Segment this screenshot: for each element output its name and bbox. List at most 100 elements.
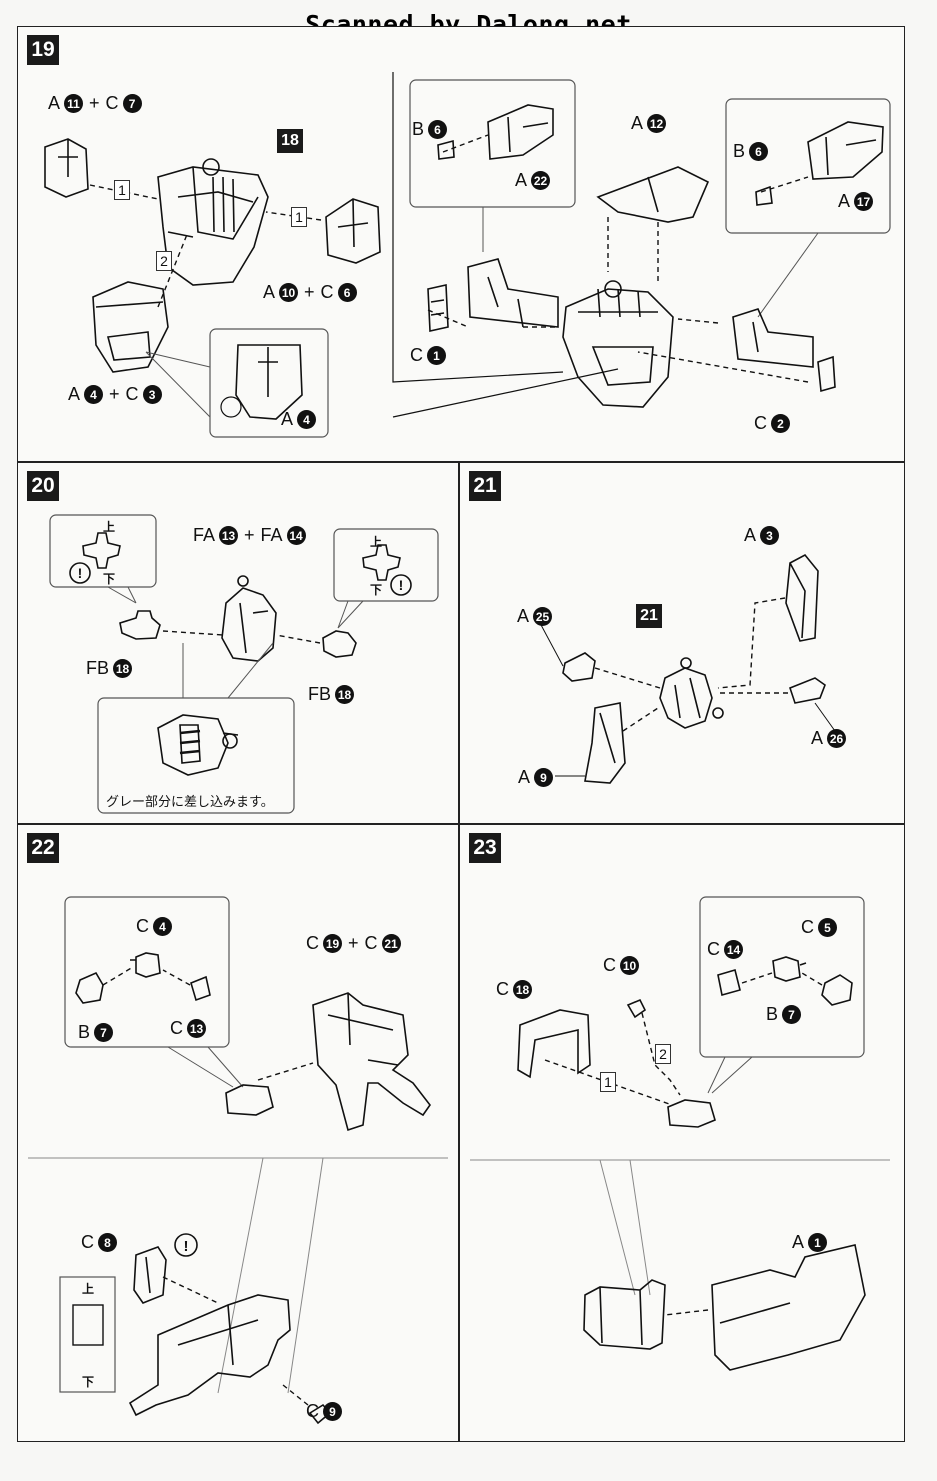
part-letter: A	[517, 606, 530, 626]
part-number: 9	[534, 768, 554, 787]
part-b7	[821, 974, 853, 1006]
divider-line	[392, 72, 619, 418]
callout-orientation-left	[49, 514, 157, 588]
part-number: 13	[187, 1019, 206, 1038]
part-number: 5	[818, 918, 837, 937]
part-letter: C	[754, 413, 767, 433]
part-c18	[517, 1009, 591, 1079]
part-number: 3	[142, 385, 162, 404]
part-letter: A	[744, 525, 757, 545]
part-number: 6	[337, 283, 357, 302]
part-c14	[717, 968, 741, 997]
part-letter: C	[496, 979, 509, 999]
part-number: 9	[323, 1402, 342, 1421]
part-letter: FA	[260, 525, 283, 545]
part-number: 13	[219, 526, 239, 545]
callout-c14-c5-b7	[699, 896, 865, 1058]
order-box: 2	[655, 1044, 671, 1064]
part-letter: C	[707, 939, 720, 959]
part-number: 26	[827, 729, 847, 748]
step-number: 20	[27, 471, 59, 501]
part-fb18-right	[322, 630, 357, 658]
part-letter: A	[515, 170, 528, 190]
part-letter: A	[281, 409, 294, 429]
part-a11-c7	[44, 138, 89, 198]
part-rifle-assembly	[128, 1294, 291, 1417]
step-19-drawing	[44, 72, 891, 438]
order-box: 1	[114, 180, 130, 200]
caution-icon	[390, 574, 412, 596]
part-a25	[562, 652, 596, 682]
part-right-armor	[732, 308, 814, 368]
part-c8	[133, 1246, 167, 1304]
part-c1	[427, 284, 449, 332]
callout-b6-a22	[409, 79, 576, 208]
step-19-panel: 19	[17, 26, 905, 462]
order-box: 1	[600, 1072, 616, 1092]
part-fb18-left	[119, 610, 161, 640]
part-left-armor	[467, 258, 559, 328]
part-a12	[596, 166, 710, 223]
part-number: 12	[647, 114, 667, 133]
part-number: 21	[381, 934, 401, 953]
part-number: 11	[64, 94, 84, 113]
down-marker: 下	[370, 583, 383, 597]
svg-text:!: !	[184, 1238, 189, 1255]
part-number: 1	[427, 346, 446, 365]
step-21-drawing	[539, 553, 836, 784]
part-number: 10	[279, 283, 299, 302]
part-letter: C	[136, 916, 149, 936]
step-22-panel: 22	[17, 824, 459, 1442]
part-letter: B	[733, 141, 746, 161]
part-number: 7	[782, 1005, 802, 1024]
part-number: 25	[533, 607, 553, 626]
part-letter: A	[518, 767, 531, 787]
part-connector	[225, 1084, 274, 1116]
part-number: 6	[749, 142, 769, 161]
part-letter: B	[412, 119, 425, 139]
part-a10-c6	[325, 198, 381, 264]
svg-text:!: !	[399, 577, 404, 593]
part-number: 10	[620, 956, 639, 975]
svg-text:!: !	[78, 565, 83, 581]
part-central-assembly	[562, 288, 674, 408]
part-c13	[190, 975, 211, 1002]
part-number: 18	[513, 980, 532, 999]
part-b7	[75, 971, 104, 1004]
part-letter: A	[811, 728, 824, 748]
part-letter: A	[631, 113, 644, 133]
part-letter: C	[320, 282, 334, 302]
step-20-drawing	[49, 514, 439, 814]
callout-orientation-right	[333, 528, 439, 602]
caution-icons: ! !	[69, 562, 412, 596]
part-c2	[817, 355, 836, 393]
part-c5	[772, 956, 807, 982]
part-letter: A	[48, 93, 61, 113]
part-a1	[711, 1244, 866, 1371]
order-box: 1	[291, 207, 307, 227]
part-letter: B	[78, 1022, 91, 1042]
part-letter: A	[68, 384, 81, 404]
part-lower-assembly	[583, 1279, 666, 1350]
part-number: 7	[94, 1023, 114, 1042]
part-number: 2	[771, 414, 790, 433]
part-number: 22	[531, 171, 551, 190]
step-number: 23	[469, 833, 501, 863]
part-torso	[157, 166, 269, 286]
order-number: 1	[118, 182, 126, 198]
caution-icon	[174, 1233, 198, 1257]
